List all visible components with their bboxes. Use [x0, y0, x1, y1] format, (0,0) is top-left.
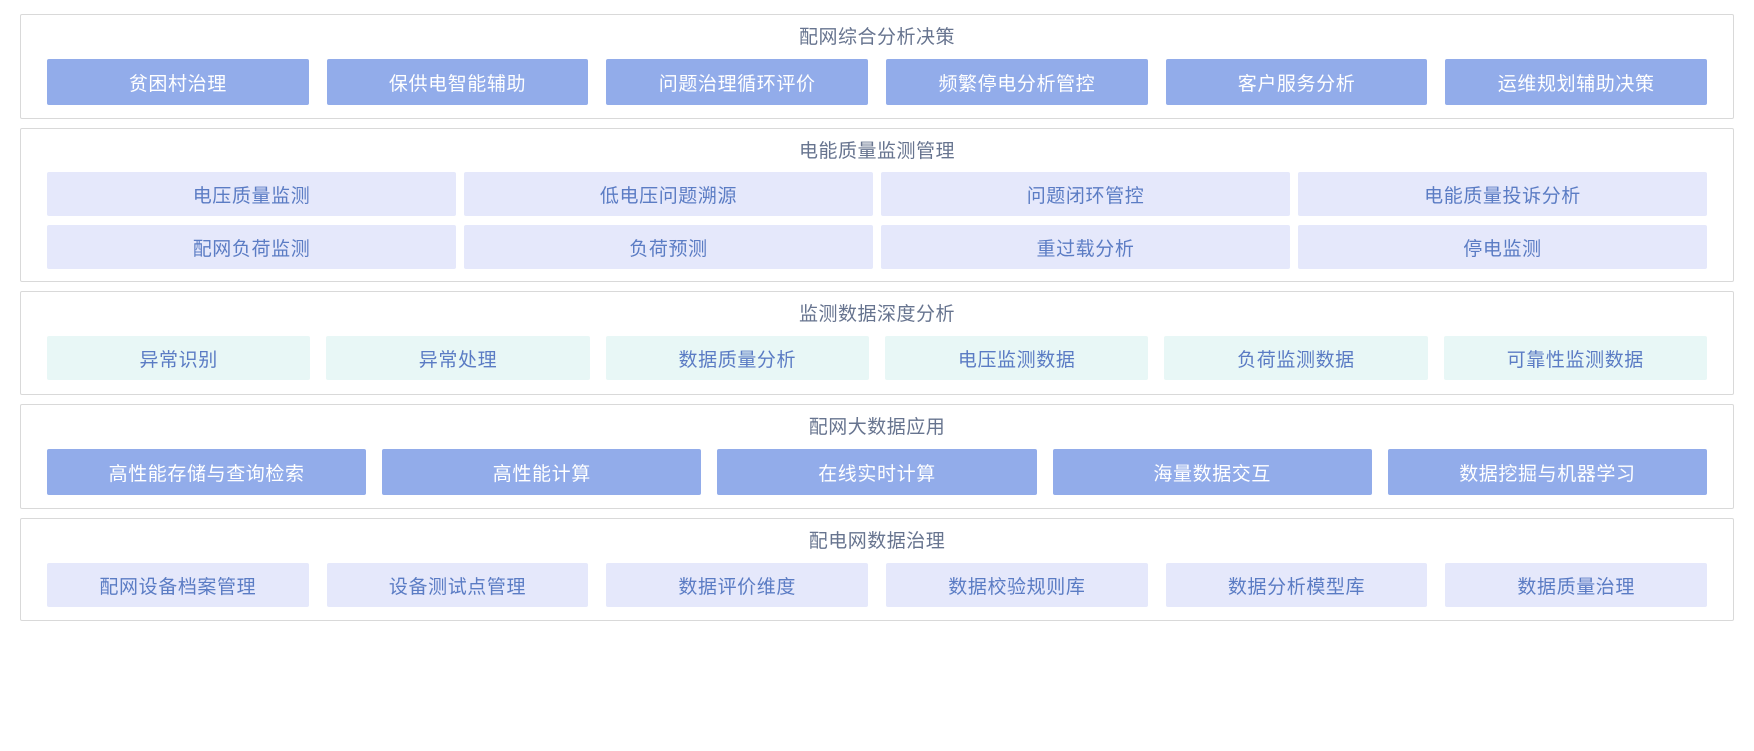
module-button[interactable]: 在线实时计算 [717, 449, 1037, 495]
module-button[interactable]: 电压质量监测 [47, 172, 456, 216]
section-peiwang-dashuju-yingyong: 配网大数据应用高性能存储与查询检索高性能计算在线实时计算海量数据交互数据挖掘与机… [20, 404, 1734, 509]
module-button[interactable]: 电能质量投诉分析 [1298, 172, 1707, 216]
section-row: 贫困村治理保供电智能辅助问题治理循环评价频繁停电分析管控客户服务分析运维规划辅助… [21, 59, 1733, 105]
section-row: 配网设备档案管理设备测试点管理数据评价维度数据校验规则库数据分析模型库数据质量治… [21, 563, 1733, 607]
section-row: 异常识别异常处理数据质量分析电压监测数据负荷监测数据可靠性监测数据 [21, 336, 1733, 380]
module-button[interactable]: 数据质量分析 [605, 336, 869, 380]
module-button[interactable]: 运维规划辅助决策 [1445, 59, 1708, 105]
section-peiwang-zonghe-fenxi-juece: 配网综合分析决策贫困村治理保供电智能辅助问题治理循环评价频繁停电分析管控客户服务… [20, 14, 1734, 119]
module-button[interactable]: 可靠性监测数据 [1443, 336, 1707, 380]
module-button[interactable]: 数据分析模型库 [1165, 563, 1428, 607]
section-row: 电压质量监测低电压问题溯源问题闭环管控电能质量投诉分析 [21, 172, 1733, 216]
section-row: 高性能存储与查询检索高性能计算在线实时计算海量数据交互数据挖掘与机器学习 [21, 449, 1733, 495]
module-button[interactable]: 负荷预测 [464, 225, 873, 269]
module-button[interactable]: 低电压问题溯源 [464, 172, 873, 216]
module-button[interactable]: 数据校验规则库 [886, 563, 1148, 607]
section-title-peidianwang-shuju-zhili: 配电网数据治理 [808, 531, 946, 552]
module-button[interactable]: 数据质量治理 [1445, 563, 1708, 607]
module-button[interactable]: 海量数据交互 [1052, 449, 1372, 495]
module-button[interactable]: 重过载分析 [881, 225, 1290, 269]
section-title-peiwang-zonghe-fenxi-juece: 配网综合分析决策 [798, 27, 955, 48]
module-button[interactable]: 数据挖掘与机器学习 [1387, 449, 1708, 495]
section-peidianwang-shuju-zhili: 配电网数据治理配网设备档案管理设备测试点管理数据评价维度数据校验规则库数据分析模… [20, 518, 1734, 621]
module-button[interactable]: 停电监测 [1298, 225, 1707, 269]
module-button[interactable]: 高性能计算 [382, 449, 702, 495]
module-button[interactable]: 问题治理循环评价 [606, 59, 869, 105]
module-button[interactable]: 负荷监测数据 [1164, 336, 1428, 380]
module-button[interactable]: 异常识别 [47, 336, 311, 380]
module-button[interactable]: 贫困村治理 [47, 59, 309, 105]
module-button[interactable]: 问题闭环管控 [881, 172, 1290, 216]
section-title-diannengzhiliang-jiance-guanli: 电能质量监测管理 [798, 141, 955, 162]
section-diannengzhiliang-jiance-guanli: 电能质量监测管理电压质量监测低电压问题溯源问题闭环管控电能质量投诉分析配网负荷监… [20, 128, 1734, 282]
module-button[interactable]: 配网负荷监测 [47, 225, 456, 269]
section-jiance-shuju-shendu-fenxi: 监测数据深度分析异常识别异常处理数据质量分析电压监测数据负荷监测数据可靠性监测数… [20, 291, 1734, 395]
section-title-jiance-shuju-shendu-fenxi: 监测数据深度分析 [798, 304, 955, 325]
module-button[interactable]: 保供电智能辅助 [326, 59, 589, 105]
section-row: 配网负荷监测负荷预测重过载分析停电监测 [21, 225, 1733, 269]
module-button[interactable]: 客户服务分析 [1165, 59, 1428, 105]
module-button[interactable]: 数据评价维度 [606, 563, 869, 607]
module-button[interactable]: 异常处理 [326, 336, 590, 380]
module-button[interactable]: 配网设备档案管理 [47, 563, 309, 607]
module-button[interactable]: 频繁停电分析管控 [886, 59, 1148, 105]
module-button[interactable]: 电压监测数据 [884, 336, 1149, 380]
section-title-peiwang-dashuju-yingyong: 配网大数据应用 [808, 417, 946, 438]
module-button[interactable]: 设备测试点管理 [326, 563, 589, 607]
module-button[interactable]: 高性能存储与查询检索 [47, 449, 367, 495]
